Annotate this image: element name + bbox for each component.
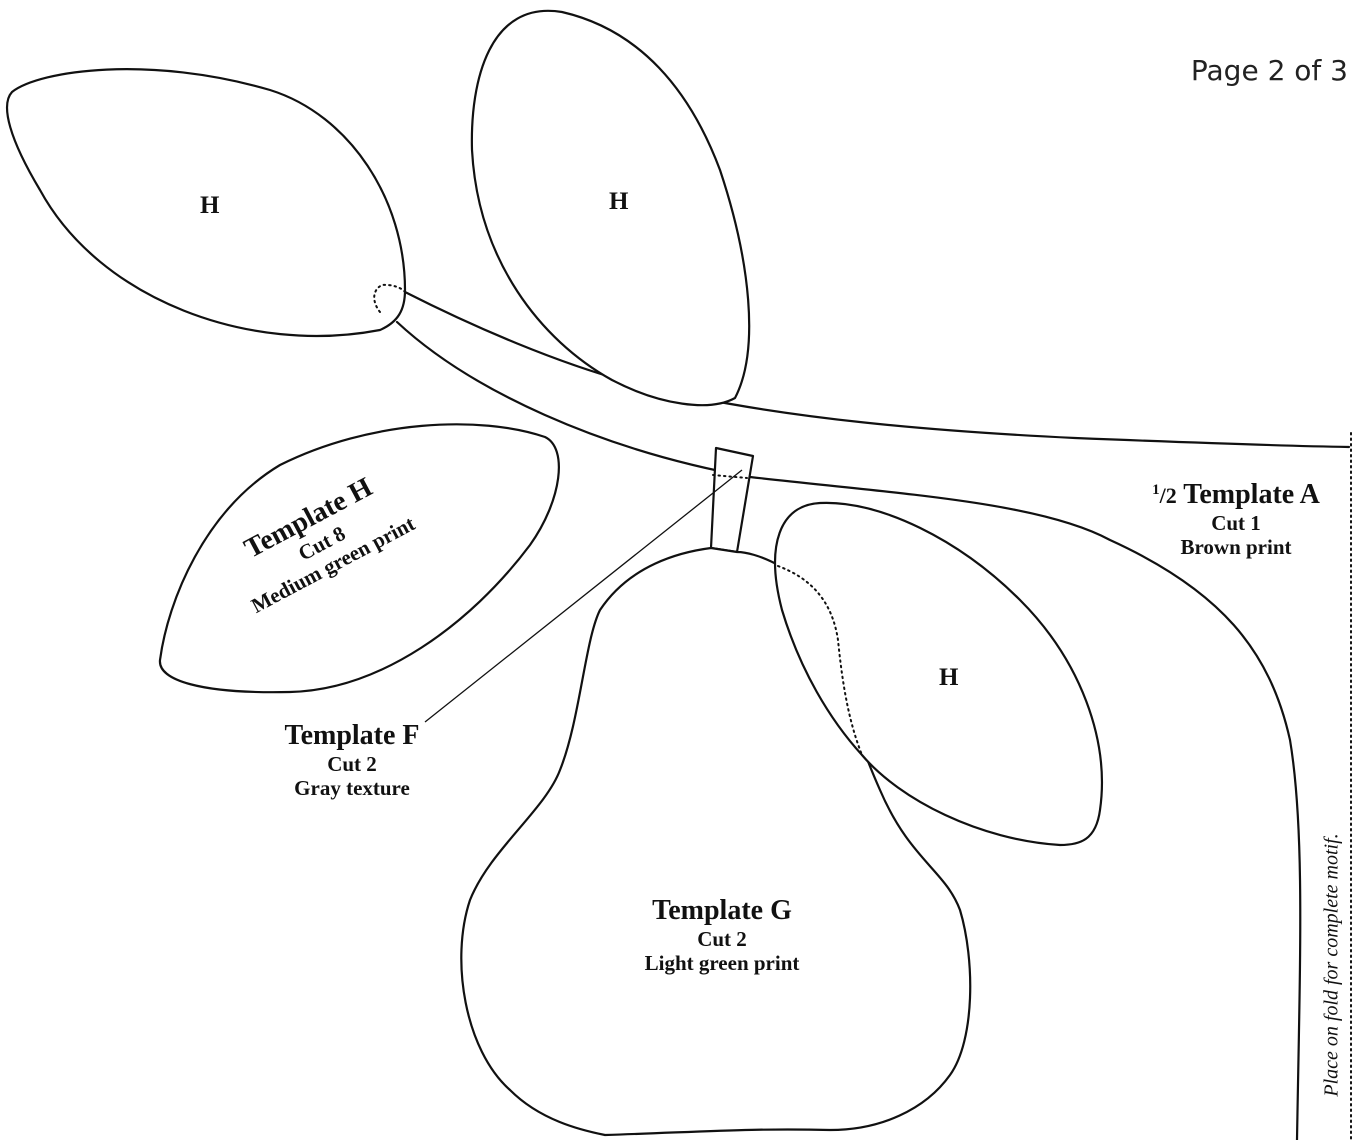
template-f-fabric: Gray texture — [294, 776, 410, 801]
leaf-top-center — [470, 9, 751, 407]
stem-overlap — [712, 474, 748, 479]
template-a-fraction-numerator: 1 — [1152, 481, 1160, 498]
template-a-label: 1/2 Template A Cut 1 Brown print — [1152, 479, 1320, 559]
template-a-title-line: 1/2 Template A — [1152, 479, 1320, 511]
template-g-label: Template G Cut 2 Light green print — [645, 895, 800, 975]
template-f-label: Template F Cut 2 Gray texture — [284, 720, 419, 800]
template-f-leader-line — [424, 469, 743, 723]
branch-lower-edge — [395, 320, 1302, 1140]
leaf-top-left-overlap — [373, 283, 406, 313]
fold-instruction: Place on fold for complete motif. — [1320, 833, 1343, 1097]
stem-template-f — [709, 446, 755, 554]
branch-upper-edge — [403, 290, 1351, 449]
template-a-cut: Cut 1 — [1211, 510, 1261, 535]
leaf-marker-h: H — [609, 188, 629, 215]
leaf-right-hidden-edge — [777, 565, 863, 756]
leaf-template-h — [158, 423, 560, 694]
template-a-title: Template A — [1183, 478, 1320, 510]
leaf-top-left — [5, 68, 407, 337]
leaf-marker-h: H — [939, 664, 959, 691]
template-a-fraction-denominator: /2 — [1159, 482, 1177, 508]
template-a-fabric: Brown print — [1180, 535, 1292, 560]
leaf-right — [774, 501, 1103, 847]
page-number: Page 2 of 3 — [1190, 54, 1348, 87]
template-f-title: Template F — [284, 719, 420, 751]
template-f-cut: Cut 2 — [327, 751, 377, 776]
leaf-marker-h: H — [200, 192, 220, 219]
template-g-fabric: Light green print — [644, 951, 800, 976]
template-g-title: Template G — [652, 894, 792, 926]
template-g-cut: Cut 2 — [697, 926, 747, 951]
